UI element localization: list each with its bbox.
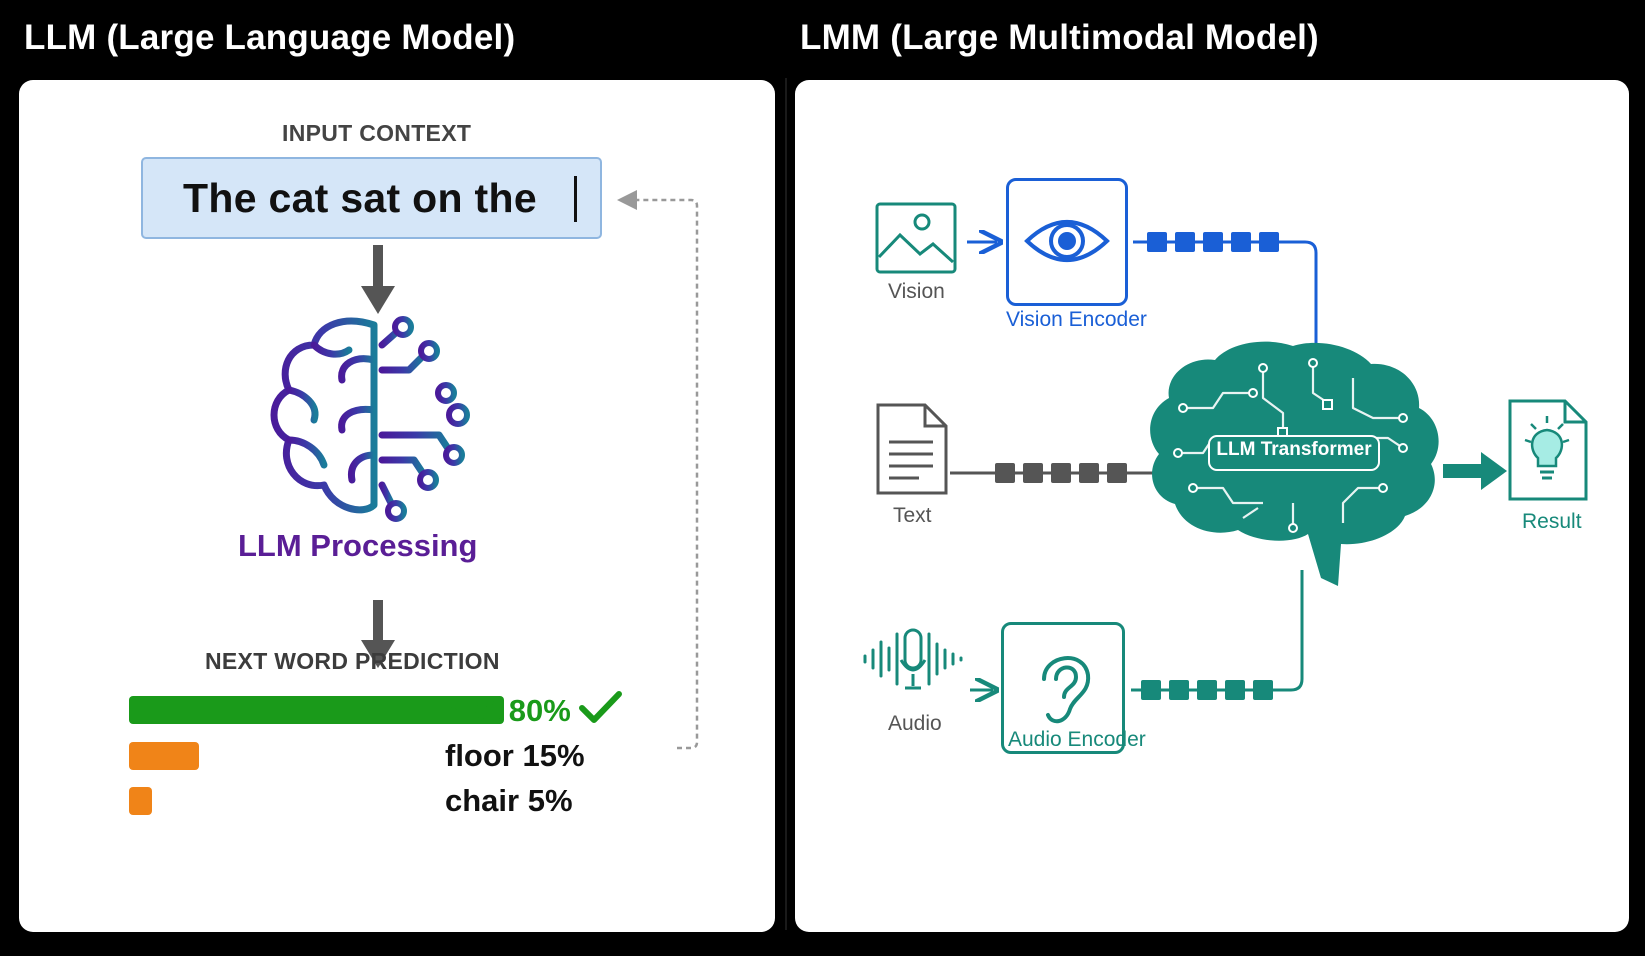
document-icon (876, 403, 948, 495)
feedback-loop-arrow (617, 190, 699, 750)
text-caret (574, 176, 577, 222)
llm-transformer-label: LLM Transformer (1216, 439, 1372, 460)
lmm-heading: LMM (Large Multimodal Model) (800, 18, 1319, 57)
ear-icon (1042, 656, 1091, 724)
input-context-text: The cat sat on the (183, 175, 537, 221)
transformer-to-result-arrow (1443, 452, 1507, 490)
text-input-label: Text (893, 504, 932, 527)
audio-encoder-label: Audio Encoder (1008, 728, 1146, 751)
input-context-box: The cat sat on the (141, 157, 602, 239)
vision-encoder-label: Vision Encoder (1006, 308, 1147, 331)
down-arrow-to-prediction (361, 600, 395, 668)
brain-circuit-icon (270, 316, 470, 522)
down-arrow-to-brain (361, 245, 395, 314)
llm-flow-arrows (361, 190, 699, 750)
llm-panel: INPUT CONTEXT The cat sat on the (19, 80, 775, 932)
llm-processing-label: LLM Processing (238, 528, 478, 563)
vision-token-line (1133, 240, 1318, 354)
lmm-panel: Vision Vision Encoder Text Audio (795, 80, 1629, 932)
image-icon (875, 202, 957, 274)
brain-circuit-icon (1150, 341, 1439, 586)
next-word-prediction-caption: NEXT WORD PREDICTION (205, 648, 500, 674)
lmm-connectors (950, 80, 1507, 932)
llm-heading: LLM (Large Language Model) (24, 18, 516, 57)
prediction-bar-floor (129, 742, 199, 770)
prediction-label-floor: floor 15% (445, 738, 585, 773)
microphone-waveform-icon (863, 628, 963, 690)
panel-divider (785, 78, 787, 930)
vision-tokens (1147, 232, 1279, 252)
result-label: Result (1522, 510, 1582, 533)
audio-tokens (1141, 680, 1273, 700)
lightbulb-icon (1508, 399, 1588, 501)
checkmark-icon (579, 691, 622, 723)
prediction-bar-chair (129, 787, 152, 815)
vision-input-label: Vision (888, 280, 945, 303)
audio-input-label: Audio (888, 712, 942, 735)
text-tokens (995, 463, 1127, 483)
audio-encoder-box (1001, 622, 1125, 754)
audio-token-line (1131, 570, 1304, 692)
prediction-label-mat: mat 80% (445, 693, 571, 728)
prediction-bar-mat (129, 696, 504, 724)
input-context-caption: INPUT CONTEXT (282, 120, 472, 146)
eye-icon (1024, 220, 1110, 262)
prediction-label-chair: chair 5% (445, 783, 573, 818)
vision-encoder-box (1006, 178, 1128, 306)
